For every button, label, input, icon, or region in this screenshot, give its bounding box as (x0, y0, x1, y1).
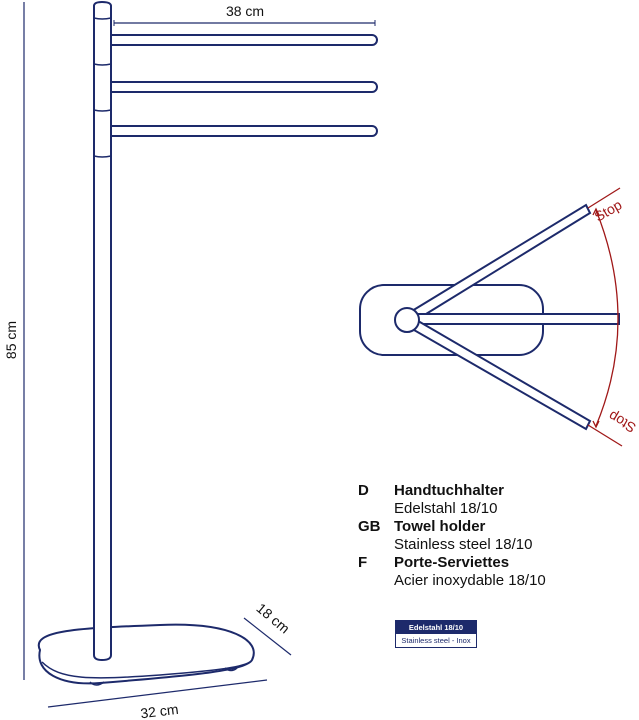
rotation-arc (595, 209, 619, 427)
badge-subtitle: Stainless steel - Inox (401, 636, 471, 645)
width-label: 38 cm (226, 3, 264, 19)
stop-line-bottom (587, 424, 623, 447)
stop-line-top (587, 187, 621, 209)
material: Stainless steel 18/10 (394, 536, 533, 553)
top-view-pivot (394, 307, 420, 333)
badge-title: Edelstahl 18/10 (396, 621, 476, 634)
base-plate (37, 623, 255, 685)
language-code: GB (358, 518, 381, 535)
base-depth-dimension (243, 617, 292, 656)
product-name: Towel holder (394, 518, 486, 535)
height-label: 85 cm (3, 321, 19, 359)
base-length-label: 32 cm (139, 701, 179, 720)
top-view-arm-middle (411, 313, 620, 325)
product-name: Handtuchhalter (394, 482, 505, 499)
material: Edelstahl 18/10 (394, 500, 498, 517)
material-badge: Edelstahl 18/10 Stainless steel - Inox (395, 620, 477, 648)
towel-arm-3 (111, 125, 378, 137)
towel-arm-1 (111, 34, 378, 46)
base-depth-label: 18 cm (253, 600, 292, 637)
towel-arm-2 (111, 81, 378, 93)
language-code: F (358, 554, 368, 571)
language-code: D (358, 482, 369, 499)
stop-label-bottom: Stop (605, 408, 638, 436)
stop-label-top: Stop (592, 196, 625, 224)
pole (93, 0, 112, 662)
base-length-dimension (47, 679, 268, 708)
product-legend: D Handtuchhalter Edelstahl 18/10 GB Towel … (358, 482, 546, 590)
product-name: Porte-Serviettes (394, 554, 510, 571)
material: Acier inoxydable 18/10 (394, 572, 546, 589)
top-view-arm-upper (405, 203, 592, 324)
top-view-arm-lower (405, 316, 592, 431)
